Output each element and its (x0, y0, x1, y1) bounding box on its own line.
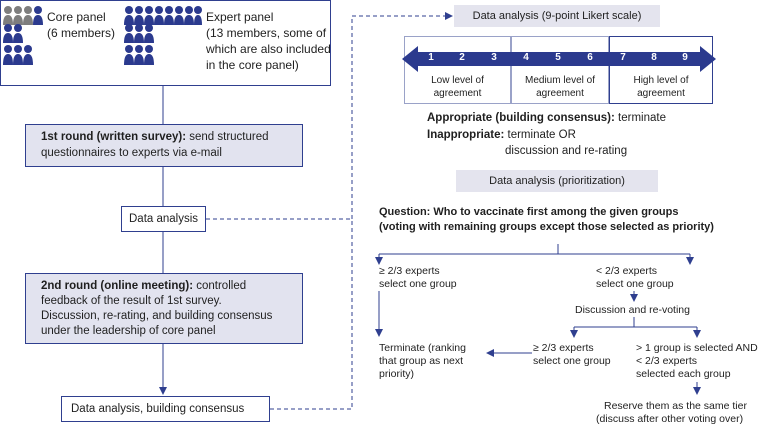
round2-line2: feedback of the result of 1st survey. (41, 295, 222, 307)
person-group-icon (3, 6, 43, 65)
appropriate-rule: Appropriate (building consensus): termin… (427, 111, 666, 125)
discussion-revoting: Discussion and re-voting (575, 304, 690, 316)
likert-number: 6 (587, 52, 593, 63)
mid-branch-line2: select one group (533, 355, 611, 367)
likert-number: 7 (620, 52, 626, 63)
terminate-line1: Terminate (ranking (379, 342, 466, 354)
inappropriate-action: terminate OR (504, 129, 576, 141)
appropriate-action: terminate (614, 112, 666, 124)
question-line1: Question: Who to vaccinate first among t… (379, 206, 679, 218)
round2-line3: Discussion, re-rating, and building cons… (41, 310, 273, 322)
likert-number: 9 (682, 52, 688, 63)
mid-branch-line1: ≥ 2/3 experts (533, 342, 594, 354)
round1-text: send structured (186, 131, 269, 143)
round1-line1: 1st round (written survey): send structu… (41, 130, 269, 144)
likert-arrow (402, 46, 716, 72)
right-branch-line2: select one group (596, 278, 674, 290)
panel-box (0, 0, 331, 86)
left-branch-line2: select one group (379, 278, 457, 290)
likert-number: 4 (523, 52, 529, 63)
round2-text: controlled (193, 280, 247, 292)
round1-line2: questionnaires to experts via e-mail (41, 147, 222, 159)
round1-box (25, 124, 303, 167)
likert-number: 3 (491, 52, 497, 63)
reserve-line2: (discuss after other voting over) (596, 413, 744, 425)
likert-medium-label: agreement (536, 88, 584, 99)
expert-panel-desc: which are also included (206, 42, 331, 56)
likert-number: 2 (459, 52, 465, 63)
expert-panel-desc: (13 members, some of (206, 26, 327, 40)
core-panel-name: Core panel (47, 10, 106, 24)
terminate-line3: priority) (379, 368, 415, 380)
likert-medium-label: Medium level of (524, 75, 596, 86)
question-line2: (voting with remaining groups except tho… (379, 221, 714, 233)
right-branch-line1: < 2/3 experts (596, 265, 657, 277)
likert-low-label: Low level of (431, 75, 484, 86)
expert-panel-name: Expert panel (206, 10, 274, 24)
core-panel-count: (6 members) (47, 26, 116, 40)
round2-title: 2nd round (online meeting): (41, 280, 194, 292)
inappropriate-label: Inappropriate: (427, 129, 505, 141)
likert-high-label: High level of (633, 75, 689, 86)
round2-line4: under the leadership of core panel (41, 325, 216, 337)
likert-high-box (609, 36, 713, 104)
data-analysis-consensus-label: Data analysis, building consensus (71, 403, 245, 415)
data-analysis-consensus-box (61, 396, 270, 422)
round2-line1: 2nd round (online meeting): controlled (41, 279, 246, 293)
likert-low-label: agreement (433, 88, 482, 99)
person-group-icon (124, 6, 202, 65)
likert-number: 8 (651, 52, 657, 63)
likert-header: Data analysis (9-point Likert scale) (454, 5, 660, 27)
likert-number: 5 (555, 52, 561, 63)
inappropriate-rule-line2: discussion and re-rating (505, 145, 628, 157)
prioritization-header: Data analysis (prioritization) (456, 170, 658, 192)
data-analysis-label: Data analysis (129, 213, 199, 225)
likert-number: 1 (428, 52, 434, 63)
far-branch-line2: < 2/3 experts (636, 355, 697, 367)
far-branch-line1: > 1 group is selected AND (636, 342, 758, 354)
round2-box (25, 273, 303, 344)
likert-low-box (404, 36, 511, 104)
reserve-line1: Reserve them as the same tier (604, 400, 747, 412)
far-branch-line3: selected each group (636, 368, 731, 380)
likert-medium-box (511, 36, 609, 104)
round1-title: 1st round (written survey): (41, 131, 187, 143)
left-branch-line1: ≥ 2/3 experts (379, 265, 440, 277)
expert-panel-desc: in the core panel) (206, 58, 299, 72)
terminate-line2: that group as next (379, 355, 464, 367)
inappropriate-rule: Inappropriate: terminate OR (427, 128, 576, 142)
likert-high-label: agreement (637, 88, 685, 99)
data-analysis-box (121, 206, 206, 232)
appropriate-label: Appropriate (building consensus): (427, 112, 615, 124)
